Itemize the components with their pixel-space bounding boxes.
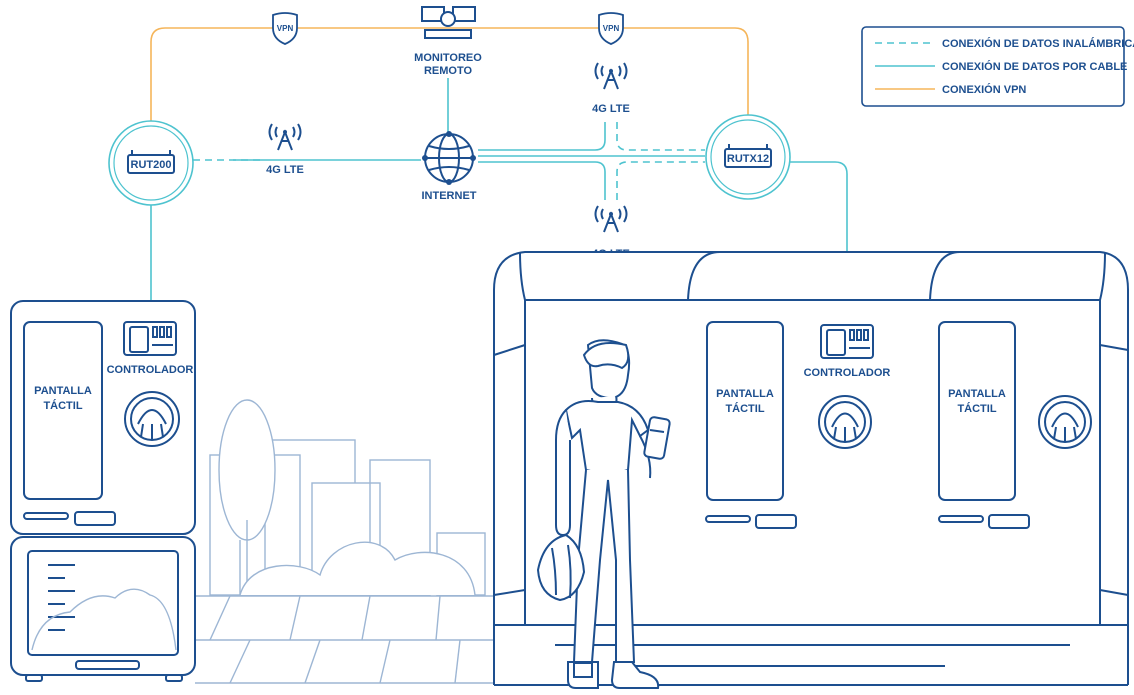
satellite-icon — [421, 6, 476, 39]
legend: CONEXIÓN DE DATOS INALÁMBRICA CONEXIÓN D… — [861, 26, 1134, 107]
router-icon — [724, 144, 772, 168]
legend-vpn: CONEXIÓN VPN — [942, 83, 1026, 96]
router-icon — [127, 150, 175, 174]
monitoring-label-1: MONITOREO — [414, 52, 482, 64]
bottle-intake-icon — [1038, 395, 1092, 449]
cell-tower-icon — [594, 62, 628, 90]
legend-wireless: CONEXIÓN DE DATOS INALÁMBRICA — [942, 37, 1134, 50]
right-screen-b-label-1: PANTALLA — [948, 388, 1006, 400]
router-rutx12-label: RUTX12 — [727, 153, 769, 165]
person-illustration — [536, 339, 671, 689]
controller-icon — [820, 324, 874, 359]
lte-label-left: 4G LTE — [266, 164, 304, 176]
wireless-connections — [193, 122, 705, 200]
lte-label-top: 4G LTE — [592, 103, 630, 115]
vpn-line — [150, 27, 749, 125]
vpn-label-right: VPN — [603, 24, 620, 33]
legend-cable: CONEXIÓN DE DATOS POR CABLE — [942, 60, 1127, 73]
background-city — [195, 399, 495, 684]
right-controller-label: CONTROLADOR — [804, 367, 891, 379]
globe-icon — [422, 131, 476, 185]
right-screen-label-1: PANTALLA — [716, 388, 774, 400]
internet-label: INTERNET — [422, 190, 477, 202]
cable-rutx12-controller — [790, 161, 848, 320]
monitoring-label-2: REMOTO — [424, 65, 473, 77]
cell-tower-icon — [594, 205, 628, 233]
router-rut200: RUT200 — [108, 120, 194, 206]
vpn-shield-icon: VPN — [272, 12, 298, 45]
vpn-shield-icon: VPN — [598, 12, 624, 45]
router-rut200-label: RUT200 — [131, 159, 172, 171]
vpn-connections — [150, 27, 749, 125]
router-rutx12: RUTX12 — [705, 114, 791, 200]
vpn-label-left: VPN — [277, 24, 294, 33]
bottle-intake-icon — [124, 391, 180, 447]
left-screen-label-1: PANTALLA — [34, 385, 92, 397]
bottle-intake-icon — [818, 395, 872, 449]
right-vending-machine: PANTALLA TÁCTIL CONTROLADOR PANTALLA TÁC… — [493, 251, 1129, 686]
right-screen-b-label-2: TÁCTIL — [957, 402, 996, 415]
controller-icon — [123, 321, 177, 356]
cell-tower-icon — [268, 123, 302, 151]
right-screen-label-2: TÁCTIL — [725, 402, 764, 415]
left-vending-machine: PANTALLA TÁCTIL CONTROLADOR — [10, 300, 196, 682]
left-controller-label: CONTROLADOR — [107, 364, 194, 376]
left-screen-label-2: TÁCTIL — [43, 399, 82, 412]
